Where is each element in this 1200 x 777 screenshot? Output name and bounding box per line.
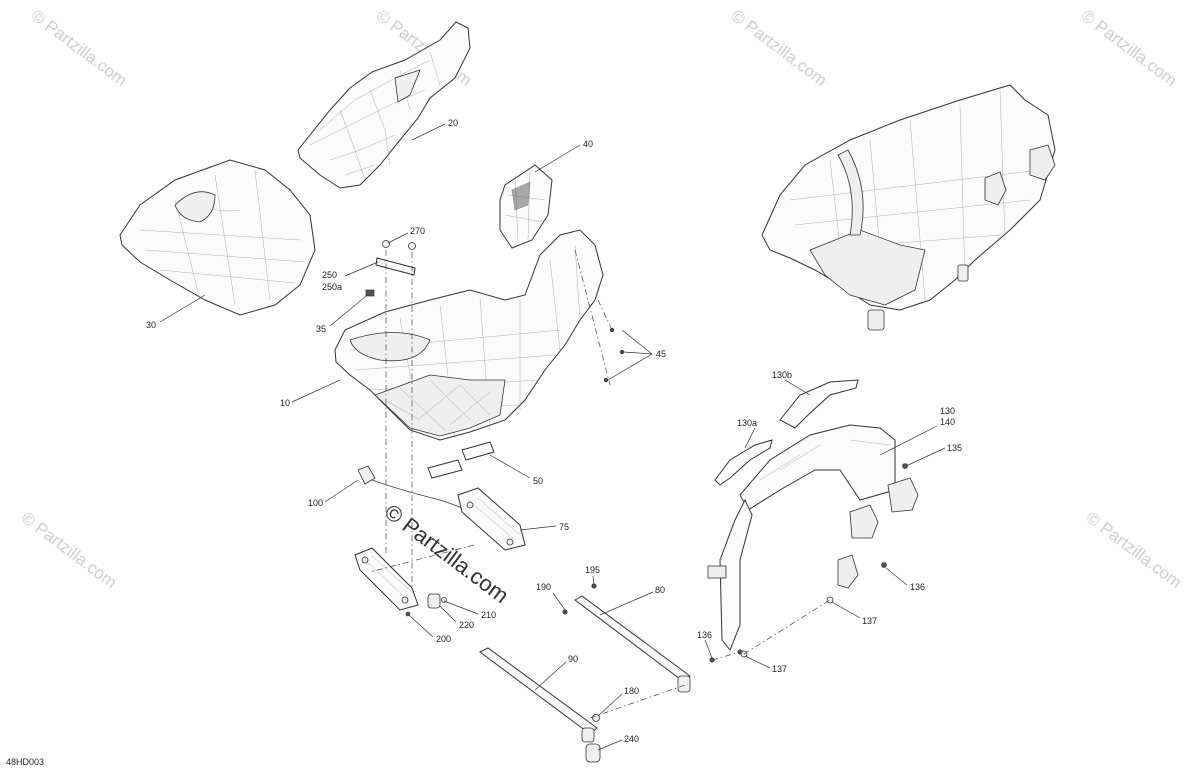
- callout-130b: 130b: [772, 370, 792, 380]
- callout-137: 137: [772, 664, 787, 674]
- callout-130: 130: [940, 406, 955, 416]
- tube-part-90: [479, 647, 601, 763]
- callout-250a: 250a: [322, 282, 342, 292]
- callout-140: 140: [940, 417, 955, 427]
- seat-cushion-part-30: [119, 159, 316, 316]
- callout-75: 75: [559, 522, 569, 532]
- seat-base-part-10: [334, 229, 604, 441]
- callout-50: 50: [533, 476, 543, 486]
- pad-part-130a: [714, 439, 773, 486]
- callout-200: 200: [436, 634, 451, 644]
- callout-137: 137: [862, 616, 877, 626]
- callout-136: 136: [910, 582, 925, 592]
- callout-10: 10: [280, 398, 290, 408]
- assembly-lines: [369, 249, 831, 719]
- tube-part-80: [562, 583, 691, 693]
- assembled-seat-view: [761, 84, 1056, 331]
- lever-part-100: [357, 465, 463, 509]
- leader-lines: [159, 123, 946, 751]
- callout-labels: 20 30 40 270 250 250a 35 45 10 50 100 75…: [6, 118, 962, 767]
- callout-195: 195: [585, 565, 600, 575]
- watermark: © Partzilla.com: [18, 508, 121, 592]
- watermark: © Partzilla.com: [1083, 508, 1186, 592]
- callout-130a: 130a: [737, 418, 757, 428]
- callout-180: 180: [624, 686, 639, 696]
- callout-135: 135: [947, 443, 962, 453]
- watermark: © Partzilla.com: [728, 6, 831, 90]
- callout-210: 210: [481, 610, 496, 620]
- diagram-code: 48HD003: [6, 757, 44, 767]
- pads-part-50: [427, 441, 495, 479]
- slide-rail-part-75: [457, 487, 526, 551]
- hardware-parts-200-210-220: [405, 593, 447, 617]
- callout-35: 35: [316, 324, 326, 334]
- callout-190: 190: [536, 582, 551, 592]
- pad-part-130b: [779, 379, 859, 429]
- callout-240: 240: [624, 734, 639, 744]
- callout-270: 270: [410, 226, 425, 236]
- callout-30: 30: [146, 320, 156, 330]
- callout-136: 136: [697, 630, 712, 640]
- callout-250: 250: [322, 270, 337, 280]
- watermark: © Partzilla.com: [1078, 6, 1181, 90]
- callout-100: 100: [308, 498, 323, 508]
- slide-rail-left: [354, 547, 419, 611]
- screws-part-45: [603, 327, 625, 383]
- callout-90: 90: [568, 654, 578, 664]
- watermark: © Partzilla.com: [28, 6, 131, 90]
- callout-220: 220: [459, 620, 474, 630]
- callout-80: 80: [655, 585, 665, 595]
- callout-20: 20: [448, 118, 458, 128]
- callout-45: 45: [656, 349, 666, 359]
- callout-40: 40: [583, 139, 593, 149]
- seat-backrest-part-20: [297, 21, 471, 189]
- pad-part-40: [499, 164, 553, 249]
- bracket-parts-250-270-35: [365, 240, 416, 297]
